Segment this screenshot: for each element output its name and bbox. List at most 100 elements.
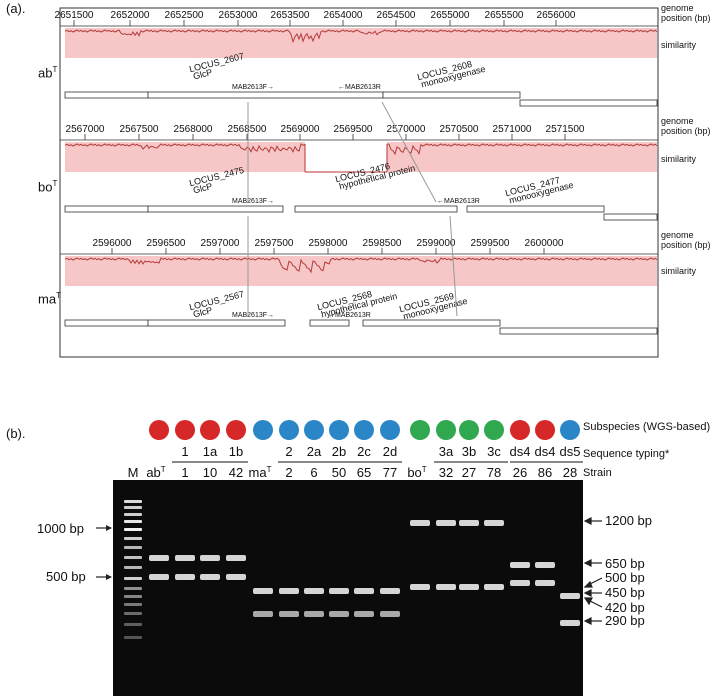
subspecies-dot bbox=[560, 420, 580, 440]
strain-label: abT bbox=[146, 465, 165, 480]
size-450bp: 450 bp bbox=[605, 585, 645, 600]
typing-label: ds5 bbox=[560, 444, 581, 459]
gel-band bbox=[484, 520, 504, 526]
gel-band bbox=[279, 588, 299, 594]
typing-label: 1 bbox=[181, 444, 188, 459]
size-1200bp: 1200 bp bbox=[605, 513, 652, 528]
right-size-markers bbox=[583, 517, 603, 625]
gel-band bbox=[226, 574, 246, 580]
ladder-band bbox=[124, 520, 142, 523]
gel-band bbox=[226, 555, 246, 561]
row-strain-bo: boT bbox=[38, 179, 58, 195]
strain-label: 6 bbox=[310, 465, 317, 480]
primer-label: MAB2613F→ bbox=[232, 198, 274, 205]
ladder-band bbox=[124, 556, 142, 559]
strain-label: 27 bbox=[462, 465, 476, 480]
strain-row-label: Strain bbox=[583, 467, 612, 479]
gel-band bbox=[354, 611, 374, 617]
typing-label: 2c bbox=[357, 444, 371, 459]
axis-tick-label: 2654500 bbox=[377, 10, 416, 21]
gel-band bbox=[380, 611, 400, 617]
ladder-band bbox=[124, 506, 142, 509]
typing-label: 2b bbox=[332, 444, 346, 459]
axis-tick-label: 2653000 bbox=[219, 10, 258, 21]
strain-label: 78 bbox=[487, 465, 501, 480]
gene-box bbox=[64, 91, 149, 99]
ladder-band bbox=[124, 577, 142, 580]
similarity-label-2: similarity bbox=[661, 154, 696, 164]
synteny-line bbox=[381, 101, 437, 203]
axis-tick-label: 2569500 bbox=[334, 124, 373, 135]
synteny-line bbox=[449, 215, 458, 317]
gel-band bbox=[200, 574, 220, 580]
strain-label: boT bbox=[407, 465, 426, 480]
ladder-band bbox=[124, 603, 142, 606]
axis-tick-label: 2567500 bbox=[120, 124, 159, 135]
subspecies-dot bbox=[200, 420, 220, 440]
gel-band bbox=[149, 574, 169, 580]
similarity-band bbox=[387, 142, 657, 172]
panel-a-label: (a). bbox=[6, 1, 26, 16]
similarity-trace bbox=[64, 143, 658, 156]
gel-band bbox=[410, 520, 430, 526]
typing-label: 2d bbox=[383, 444, 397, 459]
gel-band bbox=[279, 611, 299, 617]
axis-tick-label: 2651500 bbox=[55, 10, 94, 21]
row-strain-ab: abT bbox=[38, 65, 58, 81]
strain-label: 32 bbox=[439, 465, 453, 480]
ladder-band bbox=[124, 500, 142, 503]
subspecies-dot bbox=[436, 420, 456, 440]
typing-label: ds4 bbox=[510, 444, 531, 459]
axis-tick-label: 2568000 bbox=[174, 124, 213, 135]
strain-label: 28 bbox=[563, 465, 577, 480]
gene-box bbox=[382, 91, 521, 99]
gel-band bbox=[410, 584, 430, 590]
gel-band bbox=[380, 588, 400, 594]
axis-tick-label: 2598500 bbox=[363, 238, 402, 249]
strain-label: 77 bbox=[383, 465, 397, 480]
gene-box bbox=[64, 205, 149, 213]
ladder-band bbox=[124, 623, 142, 626]
locus-desc: GlcP bbox=[192, 181, 213, 195]
axis-tick-label: 2568500 bbox=[228, 124, 267, 135]
axis-tick-label: 2655000 bbox=[431, 10, 470, 21]
axis-tick-label: 2598000 bbox=[309, 238, 348, 249]
axis-tick-label: 2656000 bbox=[537, 10, 576, 21]
axis-tick-label: 2570500 bbox=[440, 124, 479, 135]
subspecies-dot bbox=[510, 420, 530, 440]
gel-band bbox=[535, 580, 555, 586]
size-1000bp: 1000 bp bbox=[37, 521, 84, 536]
size-500bp-left: 500 bp bbox=[46, 569, 86, 584]
primer-label: MAB2613F→ bbox=[232, 312, 274, 319]
gel-band bbox=[484, 584, 504, 590]
subspecies-dot bbox=[304, 420, 324, 440]
typing-label: 1a bbox=[203, 444, 218, 459]
gel-band bbox=[436, 520, 456, 526]
strain-label: 10 bbox=[203, 465, 217, 480]
ladder-band bbox=[124, 537, 142, 540]
subspecies-dot bbox=[535, 420, 555, 440]
strain-label: 26 bbox=[513, 465, 527, 480]
gel-band bbox=[560, 593, 580, 599]
ladder-band bbox=[124, 595, 142, 598]
axis-tick-label: 2653500 bbox=[271, 10, 310, 21]
strain-label: 42 bbox=[229, 465, 243, 480]
gel-band bbox=[459, 520, 479, 526]
axis-tick-label: 2597500 bbox=[255, 238, 294, 249]
primer-label: MAB2613F→ bbox=[232, 84, 274, 91]
gel-band bbox=[329, 588, 349, 594]
subspecies-dot bbox=[175, 420, 195, 440]
size-290bp: 290 bp bbox=[605, 613, 645, 628]
subspecies-dot bbox=[329, 420, 349, 440]
typing-label: ds4 bbox=[535, 444, 556, 459]
gel-image bbox=[113, 480, 583, 696]
